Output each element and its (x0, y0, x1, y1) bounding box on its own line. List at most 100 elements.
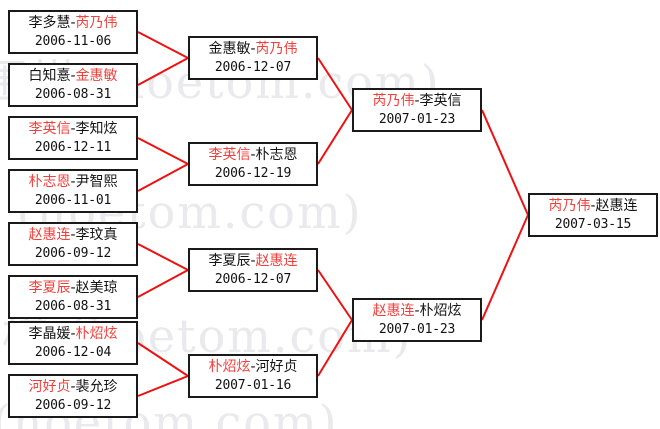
match-players: 白知憙-金惠敏 (10, 67, 136, 86)
player-name-left: 赵惠连 (372, 303, 415, 319)
match-date: 2006-12-07 (214, 60, 292, 75)
player-separator: - (414, 93, 420, 109)
player-separator: - (70, 68, 76, 84)
player-separator: - (70, 326, 76, 342)
player-name-left: 芮乃伟 (372, 93, 415, 109)
player-name-right: 尹智熙 (75, 174, 118, 190)
connector-line (137, 31, 189, 59)
match-date: 2006-08-31 (34, 299, 112, 314)
player-name-left: 李英信 (208, 147, 251, 163)
player-name-right: 朴炤炫 (75, 326, 118, 342)
player-name-left: 芮乃伟 (548, 198, 591, 214)
player-name-left: 李晶媛 (28, 326, 71, 342)
match-date: 2006-11-01 (34, 193, 112, 208)
player-name-left: 李多慧 (28, 15, 71, 31)
player-separator: - (414, 303, 420, 319)
connector-line (137, 137, 189, 165)
player-name-left: 金惠敏 (208, 41, 251, 57)
match-date: 2007-03-15 (554, 217, 632, 232)
match-players: 河好贞-裴允珍 (10, 378, 136, 397)
match-players: 李晶媛-朴炤炫 (10, 325, 136, 344)
connector-line (137, 243, 189, 271)
connector-line (137, 163, 189, 192)
player-name-right: 李知炫 (75, 121, 118, 137)
match-players: 赵惠连-李玟真 (10, 226, 136, 245)
match-players: 金惠敏-芮乃伟 (190, 40, 316, 59)
player-name-left: 李英信 (28, 121, 71, 137)
match-players: 朴志恩-尹智熙 (10, 173, 136, 192)
match-date: 2006-08-31 (34, 87, 112, 102)
match-date: 2006-11-06 (34, 34, 112, 49)
player-name-right: 李英信 (419, 93, 462, 109)
player-name-right: 朴炤炫 (419, 303, 462, 319)
connector-line (481, 109, 529, 216)
match-date: 2007-01-23 (378, 112, 456, 127)
player-name-right: 李玟真 (75, 227, 118, 243)
player-separator: - (250, 253, 256, 269)
player-name-left: 白知憙 (28, 68, 71, 84)
connector-line (317, 109, 353, 165)
match-date: 2007-01-16 (214, 378, 292, 393)
player-name-right: 朴志恩 (255, 147, 298, 163)
match-date: 2007-01-23 (378, 322, 456, 337)
match-players: 朴炤炫-河好贞 (190, 358, 316, 377)
match-players: 芮乃伟-李英信 (354, 92, 480, 111)
player-name-right: 赵惠连 (255, 253, 298, 269)
player-name-right: 芮乃伟 (255, 41, 298, 57)
match-players: 李夏辰-赵惠连 (190, 252, 316, 271)
match-players: 芮乃伟-赵惠连 (530, 197, 656, 216)
match-date: 2006-09-12 (34, 398, 112, 413)
match-players: 李英信-李知炫 (10, 120, 136, 139)
player-separator: - (70, 174, 76, 190)
match-players: 李多慧-芮乃伟 (10, 14, 136, 33)
player-name-right: 赵美琼 (75, 280, 118, 296)
player-separator: - (70, 280, 76, 296)
player-name-right: 金惠敏 (75, 68, 118, 84)
player-name-left: 朴志恩 (28, 174, 71, 190)
connector-line (137, 375, 189, 397)
player-name-left: 赵惠连 (28, 227, 71, 243)
player-separator: - (70, 15, 76, 31)
player-separator: - (250, 41, 256, 57)
player-name-left: 河好贞 (28, 379, 71, 395)
connector-line (481, 214, 529, 321)
match-date: 2006-12-07 (214, 272, 292, 287)
player-separator: - (590, 198, 596, 214)
match-date: 2006-12-19 (214, 166, 292, 181)
player-separator: - (250, 147, 256, 163)
player-name-right: 裴允珍 (75, 379, 118, 395)
player-name-right: 河好贞 (255, 359, 298, 375)
player-separator: - (70, 379, 76, 395)
player-name-left: 李夏辰 (28, 280, 71, 296)
player-separator: - (70, 227, 76, 243)
connector-line (137, 57, 189, 86)
connector-line (317, 269, 353, 321)
match-players: 李英信-朴志恩 (190, 146, 316, 165)
match-date: 2006-12-11 (34, 140, 112, 155)
connector-line (137, 342, 189, 377)
player-name-right: 赵惠连 (595, 198, 638, 214)
match-players: 赵惠连-朴炤炫 (354, 302, 480, 321)
match-date: 2006-09-12 (34, 246, 112, 261)
connector-line (137, 269, 189, 298)
player-name-right: 芮乃伟 (75, 15, 118, 31)
player-separator: - (250, 359, 256, 375)
match-players: 李夏辰-赵美琼 (10, 279, 136, 298)
player-separator: - (70, 121, 76, 137)
